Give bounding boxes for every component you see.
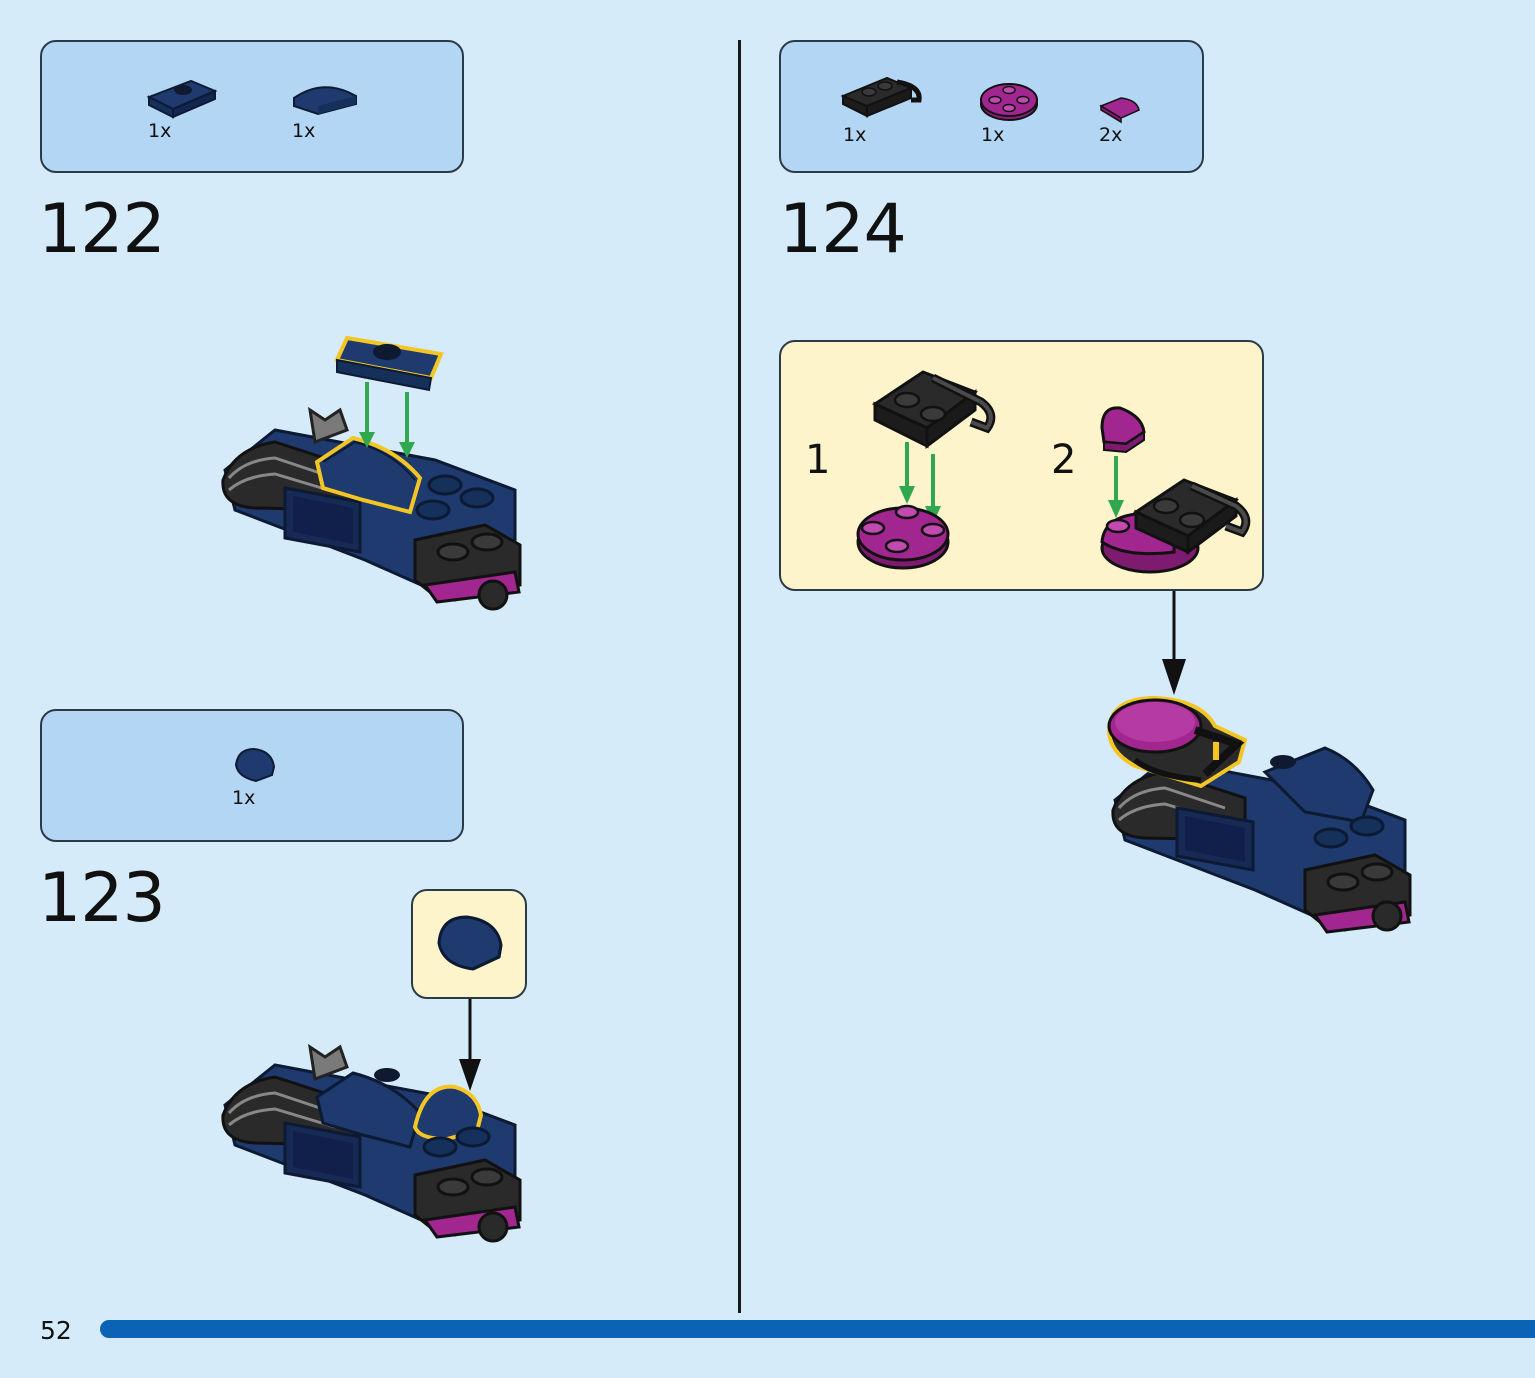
curved-brick-part-icon (234, 747, 276, 783)
plate-with-bar-part-icon (840, 76, 922, 118)
part-qty: 1x (232, 787, 256, 809)
model-illustration-step-122 (221, 335, 522, 611)
step-number-122: 122 (38, 190, 166, 269)
part-qty: 1x (292, 120, 316, 142)
round-plate-part-icon (980, 83, 1038, 121)
substep-number: 1 (805, 437, 831, 483)
model-illustration-step-124 (1106, 695, 1412, 934)
column-divider (738, 40, 741, 1313)
callout-step-123 (411, 889, 527, 999)
model-illustration-step-123 (221, 1043, 522, 1243)
curved-slope-part-icon (293, 86, 357, 116)
progress-bar (100, 1320, 1535, 1338)
subassembly-callout-step-124: 1 2 (779, 340, 1264, 591)
arrow-down-icon (459, 999, 481, 1091)
part-qty: 1x (981, 124, 1005, 146)
substep-2-illustration (1100, 406, 1251, 574)
step-number-123: 123 (38, 859, 166, 938)
part-qty: 1x (843, 124, 867, 146)
quarter-tile-part-icon (1099, 97, 1140, 124)
part-qty: 2x (1099, 124, 1123, 146)
parts-box-step-124: 1x 1x 2x (779, 40, 1204, 173)
substep-1-illustration (856, 370, 996, 570)
substep-number: 2 (1051, 437, 1077, 483)
curved-brick-callout-icon (437, 915, 503, 971)
page-number: 52 (40, 1316, 72, 1345)
parts-box-step-123: 1x (40, 709, 464, 842)
step-number-124: 124 (779, 190, 907, 269)
part-qty: 1x (148, 120, 172, 142)
plate-with-stud-part-icon (146, 79, 218, 119)
arrow-down-icon (1162, 591, 1186, 695)
parts-box-step-122: 1x 1x (40, 40, 464, 173)
